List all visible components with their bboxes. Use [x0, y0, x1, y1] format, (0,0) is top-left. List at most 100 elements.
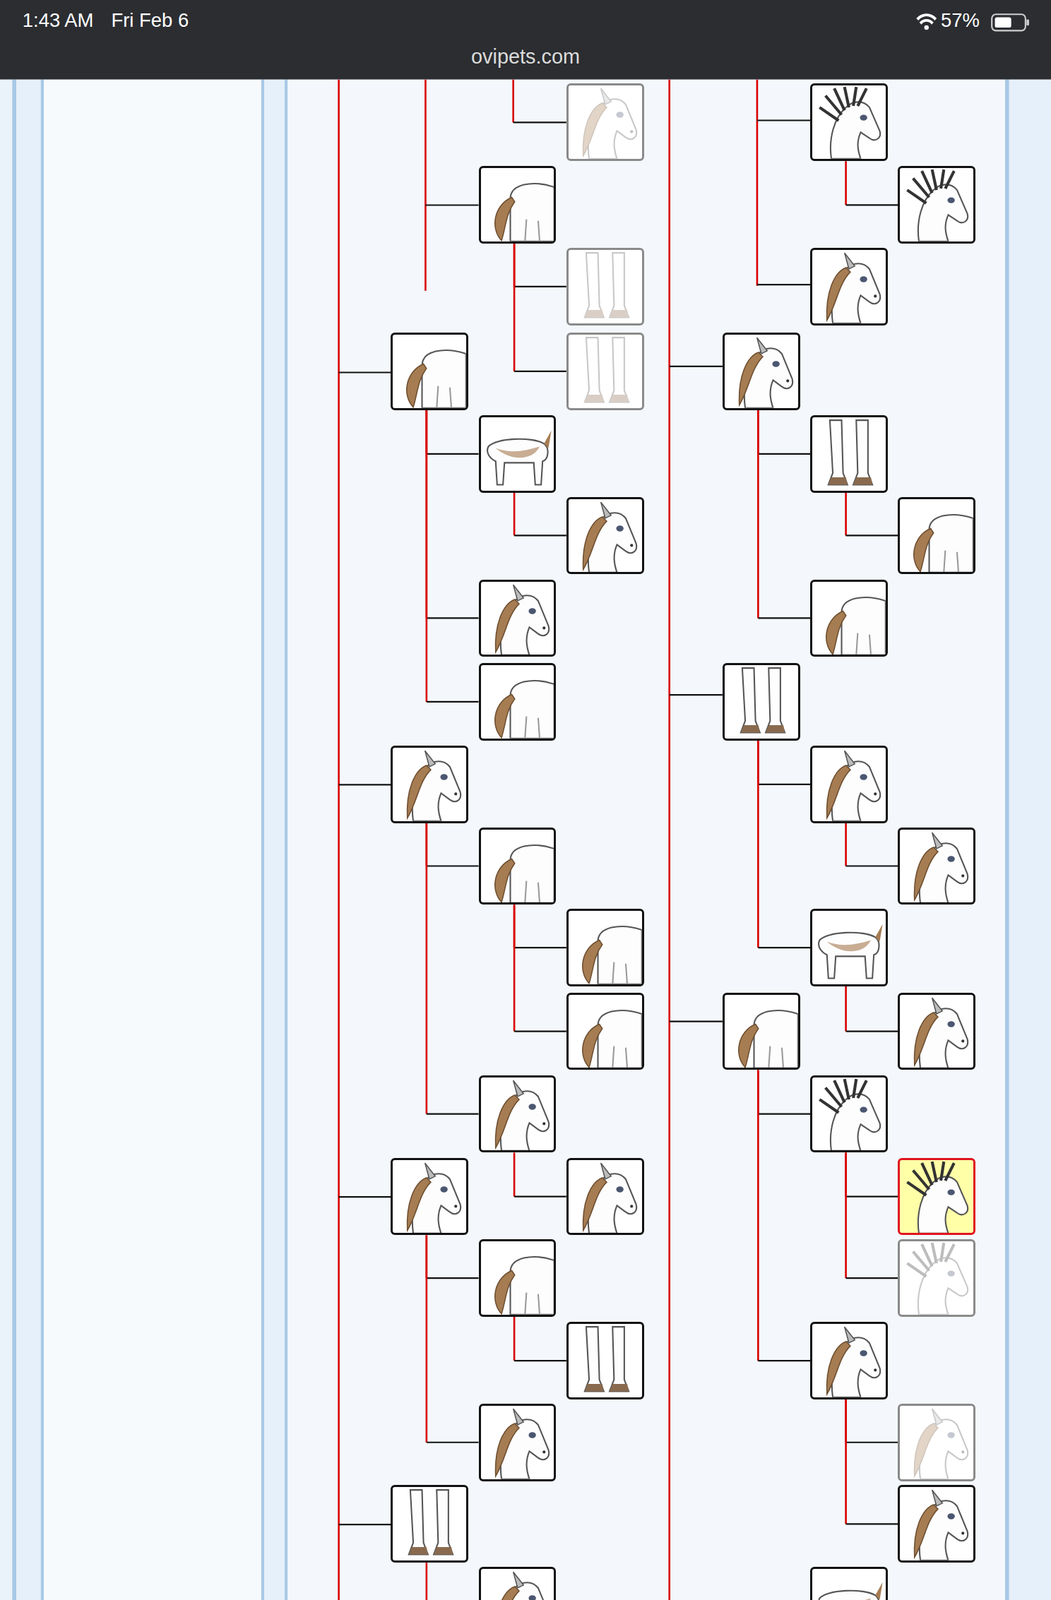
- family-connector: [514, 904, 567, 1032]
- pet-box: [722, 993, 801, 1071]
- pet-box: [897, 165, 976, 244]
- connector-branch: [426, 617, 479, 619]
- pet-box: [810, 1567, 888, 1600]
- connector-branch: [426, 1113, 479, 1115]
- connector-branch: [846, 1030, 899, 1032]
- pet-picture: [481, 582, 555, 656]
- status-text: 57%: [940, 9, 980, 32]
- family-connector: [757, 410, 811, 455]
- pet-picture: [812, 1569, 886, 1600]
- family-connector: [846, 1152, 899, 1197]
- pet-picture: [568, 499, 643, 573]
- pet-picture: [568, 1324, 643, 1398]
- connector-trunk: [844, 1152, 847, 1279]
- pet-picture: [812, 85, 886, 159]
- pet-box: [478, 1404, 557, 1482]
- pet-picture: [899, 168, 974, 242]
- pet-picture: [481, 1241, 555, 1316]
- connector-branch: [846, 865, 899, 867]
- pet-box: [810, 83, 888, 162]
- connector-trunk: [425, 823, 429, 1115]
- family-connector: [846, 161, 899, 205]
- pet-picture: [899, 1406, 974, 1480]
- pet-picture: [481, 829, 555, 904]
- family-connector: [426, 410, 479, 619]
- connector-trunk: [513, 1317, 516, 1362]
- connector-branch: [757, 947, 811, 949]
- connector-trunk: [844, 493, 847, 537]
- pet-picture: [899, 995, 974, 1069]
- pet-box: [566, 1322, 645, 1400]
- pet-box: [390, 745, 469, 824]
- connector-branch: [426, 453, 479, 455]
- pet-picture: [899, 1487, 974, 1561]
- pet-picture: [481, 417, 555, 491]
- pet-box: [566, 1158, 645, 1237]
- pet-picture: [392, 1487, 467, 1561]
- connector-branch: [757, 453, 811, 455]
- connector-branch: [514, 1195, 567, 1198]
- pet-box: [566, 332, 645, 411]
- pet-box: [810, 1322, 888, 1400]
- pet-picture: [899, 829, 974, 904]
- family-connector: [846, 1399, 899, 1444]
- pet-picture: [812, 1324, 886, 1398]
- pet-picture: [812, 417, 886, 491]
- connector-trunk: [844, 986, 847, 1032]
- family-connector: [514, 493, 567, 537]
- pet-picture: [568, 911, 643, 985]
- family-connector: [757, 1070, 811, 1362]
- connector-branch: [846, 1195, 899, 1198]
- pet-picture: [899, 1241, 974, 1316]
- pet-picture: [481, 1077, 555, 1152]
- connector-branch: [426, 701, 479, 703]
- pet-box: [566, 993, 645, 1071]
- connector-trunk: [757, 1070, 760, 1362]
- pet-box: [478, 579, 557, 658]
- family-connector: [426, 1235, 479, 1443]
- pet-picture: [568, 1160, 643, 1234]
- connector-branch: [514, 534, 567, 537]
- pet-box: [897, 1404, 976, 1482]
- pet-picture: [812, 747, 886, 822]
- family-connector: [514, 1317, 567, 1362]
- family-connector: [757, 740, 811, 785]
- connector-branch: [426, 865, 479, 867]
- connector-branch: [846, 204, 899, 206]
- connector-trunk: [844, 823, 847, 867]
- family-connector: [514, 1152, 567, 1197]
- connector-trunk: [513, 1152, 516, 1197]
- pet-box: [390, 1485, 469, 1564]
- pet-box: [722, 663, 801, 741]
- connector-trunk: [513, 493, 516, 537]
- pet-box: [897, 497, 976, 575]
- status-text: 1:43 AM: [22, 9, 94, 32]
- pet-picture: [481, 665, 555, 739]
- pet-picture: [812, 250, 886, 324]
- connector-branch: [757, 784, 811, 786]
- connector-branch: [514, 1030, 567, 1032]
- pet-box: [810, 247, 888, 326]
- connector-trunk: [425, 1563, 429, 1600]
- pet-picture: [812, 582, 886, 656]
- pet-picture: [724, 995, 799, 1069]
- status-bar: [0, 0, 1051, 80]
- connector-trunk: [757, 410, 760, 619]
- pet-box: [810, 909, 888, 987]
- site-address: ovipets.com: [471, 45, 580, 69]
- pet-box: [722, 332, 801, 411]
- pet-box: [390, 332, 469, 411]
- pet-box: [897, 993, 976, 1071]
- family-connector: [846, 1152, 899, 1279]
- connector-trunk: [425, 1235, 429, 1443]
- wifi-icon: [916, 13, 937, 30]
- pet-box: [478, 1239, 557, 1318]
- connector-branch: [514, 1360, 567, 1362]
- pet-picture: [392, 334, 467, 409]
- pet-box: [566, 83, 645, 162]
- pet-box: [897, 1158, 976, 1237]
- pet-picture: [812, 1077, 886, 1152]
- connector-branch: [846, 1277, 899, 1280]
- connector-trunk: [513, 243, 516, 372]
